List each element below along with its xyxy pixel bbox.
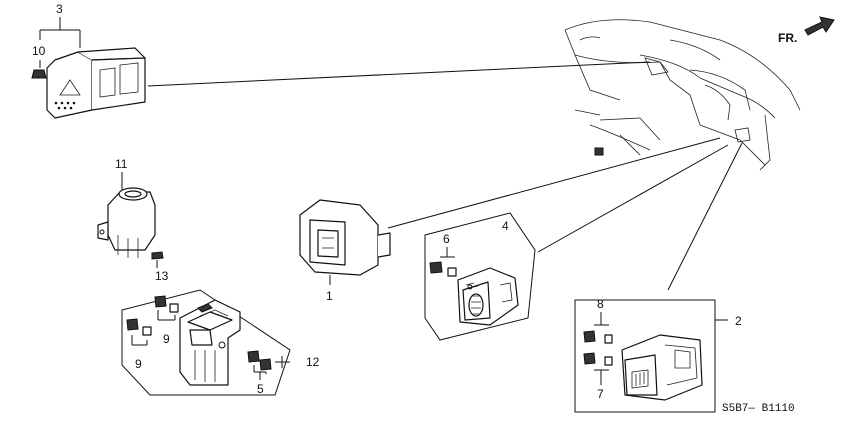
mirror-switch-part — [299, 199, 391, 276]
front-arrow-icon — [804, 16, 835, 36]
bulb-6a-icon — [429, 261, 443, 274]
leader-dimmer — [537, 144, 729, 253]
callout-4: 4 — [502, 219, 509, 233]
pedal-icon — [594, 147, 604, 156]
combination-switch-part — [179, 299, 241, 386]
callout-10: 10 — [32, 44, 46, 58]
callout-9a: 9 — [163, 332, 170, 346]
callout-6: 6 — [443, 232, 450, 246]
defroster-switch-group: 2 8 7 — [574, 142, 743, 413]
dimmer-box-outline — [424, 212, 536, 341]
front-direction-indicator: FR. — [778, 16, 835, 45]
leader-mirror — [387, 137, 721, 229]
key-cylinder-part — [97, 187, 156, 258]
combination-switch-group: 9 9 5 12 — [121, 289, 320, 396]
leader-defroster — [667, 142, 743, 291]
screw-13-icon — [151, 251, 164, 260]
hazard-switch-part — [46, 47, 146, 119]
hazard-triangle-icon — [59, 79, 81, 96]
defroster-switch-part — [621, 334, 703, 401]
callout-8: 8 — [597, 297, 604, 311]
combo-box-outline — [121, 289, 291, 396]
dimmer-switch-part — [457, 267, 519, 326]
bulb-7-icon — [583, 352, 596, 365]
callout-5: 5 — [257, 382, 264, 396]
key-cylinder-group: 11 13 — [97, 157, 169, 283]
callout-3: 3 — [56, 2, 63, 16]
front-label: FR. — [778, 31, 797, 45]
bulb-5b-icon — [259, 358, 272, 371]
callout-13: 13 — [155, 269, 169, 283]
dashboard-illustration — [564, 19, 801, 171]
hazard-switch-group: 3 10 — [31, 2, 651, 119]
callout-11: 11 — [115, 157, 128, 171]
callout-2: 2 — [735, 314, 742, 328]
callout-9b: 9 — [135, 357, 142, 371]
diagram-code: S5B7— B1110 — [722, 403, 795, 415]
callout-7: 7 — [597, 387, 604, 401]
defroster-box-outline — [574, 299, 716, 413]
clip-10-icon — [31, 69, 47, 79]
dimmer-switch-group: 4 6 — [424, 144, 729, 341]
leader-hazard — [147, 61, 651, 87]
bulb-8-icon — [583, 330, 596, 343]
bulb-9a-icon — [154, 295, 167, 308]
bulb-5a-icon — [247, 350, 260, 363]
bulb-9b-icon — [126, 318, 139, 331]
callout-12: 12 — [306, 355, 320, 369]
callout-1: 1 — [326, 289, 333, 303]
mirror-switch-group: 1 — [299, 137, 721, 303]
